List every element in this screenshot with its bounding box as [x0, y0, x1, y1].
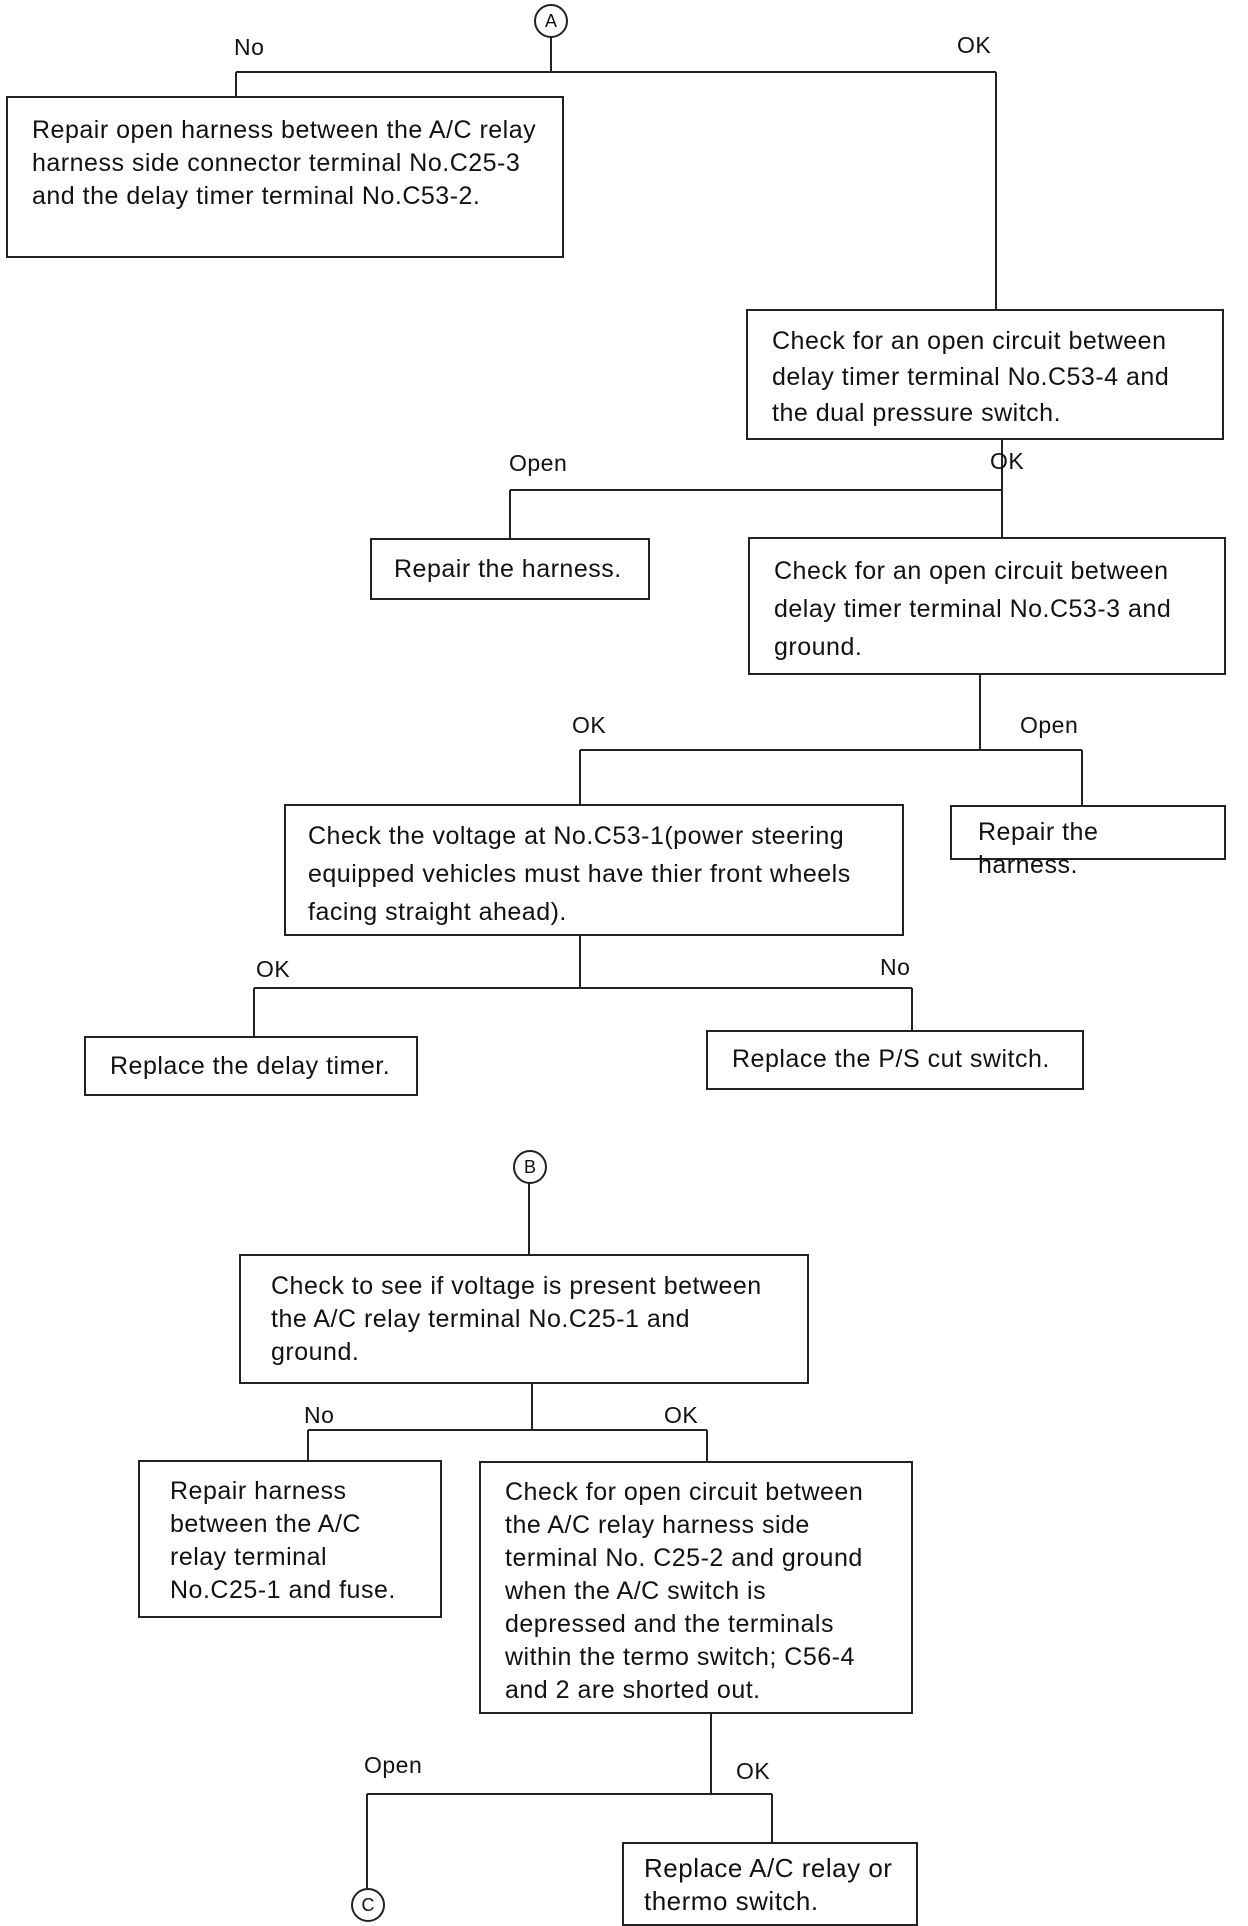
label-ok-3: OK: [256, 956, 291, 982]
check-c53-3-box: Check for an open circuit between delay …: [748, 537, 1226, 675]
label-open-2: Open: [1020, 712, 1079, 738]
label-ok-b: OK: [664, 1402, 699, 1428]
check-c25-2-box: Check for open circuit between the A/C r…: [479, 1461, 913, 1714]
repair-harness-fuse-box: Repair harness between the A/C relay ter…: [138, 1460, 442, 1618]
repair-open-harness-box: Repair open harness between the A/C rela…: [6, 96, 564, 258]
label-ok-top: OK: [957, 32, 992, 58]
check-voltage-box: Check the voltage at No.C53-1(power stee…: [284, 804, 904, 936]
replace-ac-relay-box: Replace A/C relay or thermo switch.: [622, 1842, 918, 1926]
label-ok-b-2: OK: [736, 1758, 771, 1784]
repair-harness-box-2: Repair the harness.: [950, 805, 1226, 879]
replace-delay-timer-box: Replace the delay timer.: [84, 1036, 418, 1096]
repair-harness-box-1: Repair the harness.: [370, 538, 650, 600]
label-no-3: No: [880, 954, 911, 980]
label-open-b: Open: [364, 1752, 423, 1778]
connector-a-circle: A: [534, 4, 568, 38]
label-no-top: No: [234, 34, 265, 60]
connector-b-circle: B: [513, 1150, 547, 1184]
label-ok-2: OK: [572, 712, 607, 738]
connector-c-circle: C: [351, 1888, 385, 1922]
replace-ps-cut-switch-box: Replace the P/S cut switch.: [706, 1030, 1084, 1090]
check-c53-4-box: Check for an open circuit between delay …: [746, 309, 1224, 440]
label-no-b: No: [304, 1402, 335, 1428]
label-open-1: Open: [509, 450, 568, 476]
check-c25-1-box: Check to see if voltage is present betwe…: [239, 1254, 809, 1384]
label-ok-1: OK: [990, 448, 1025, 474]
